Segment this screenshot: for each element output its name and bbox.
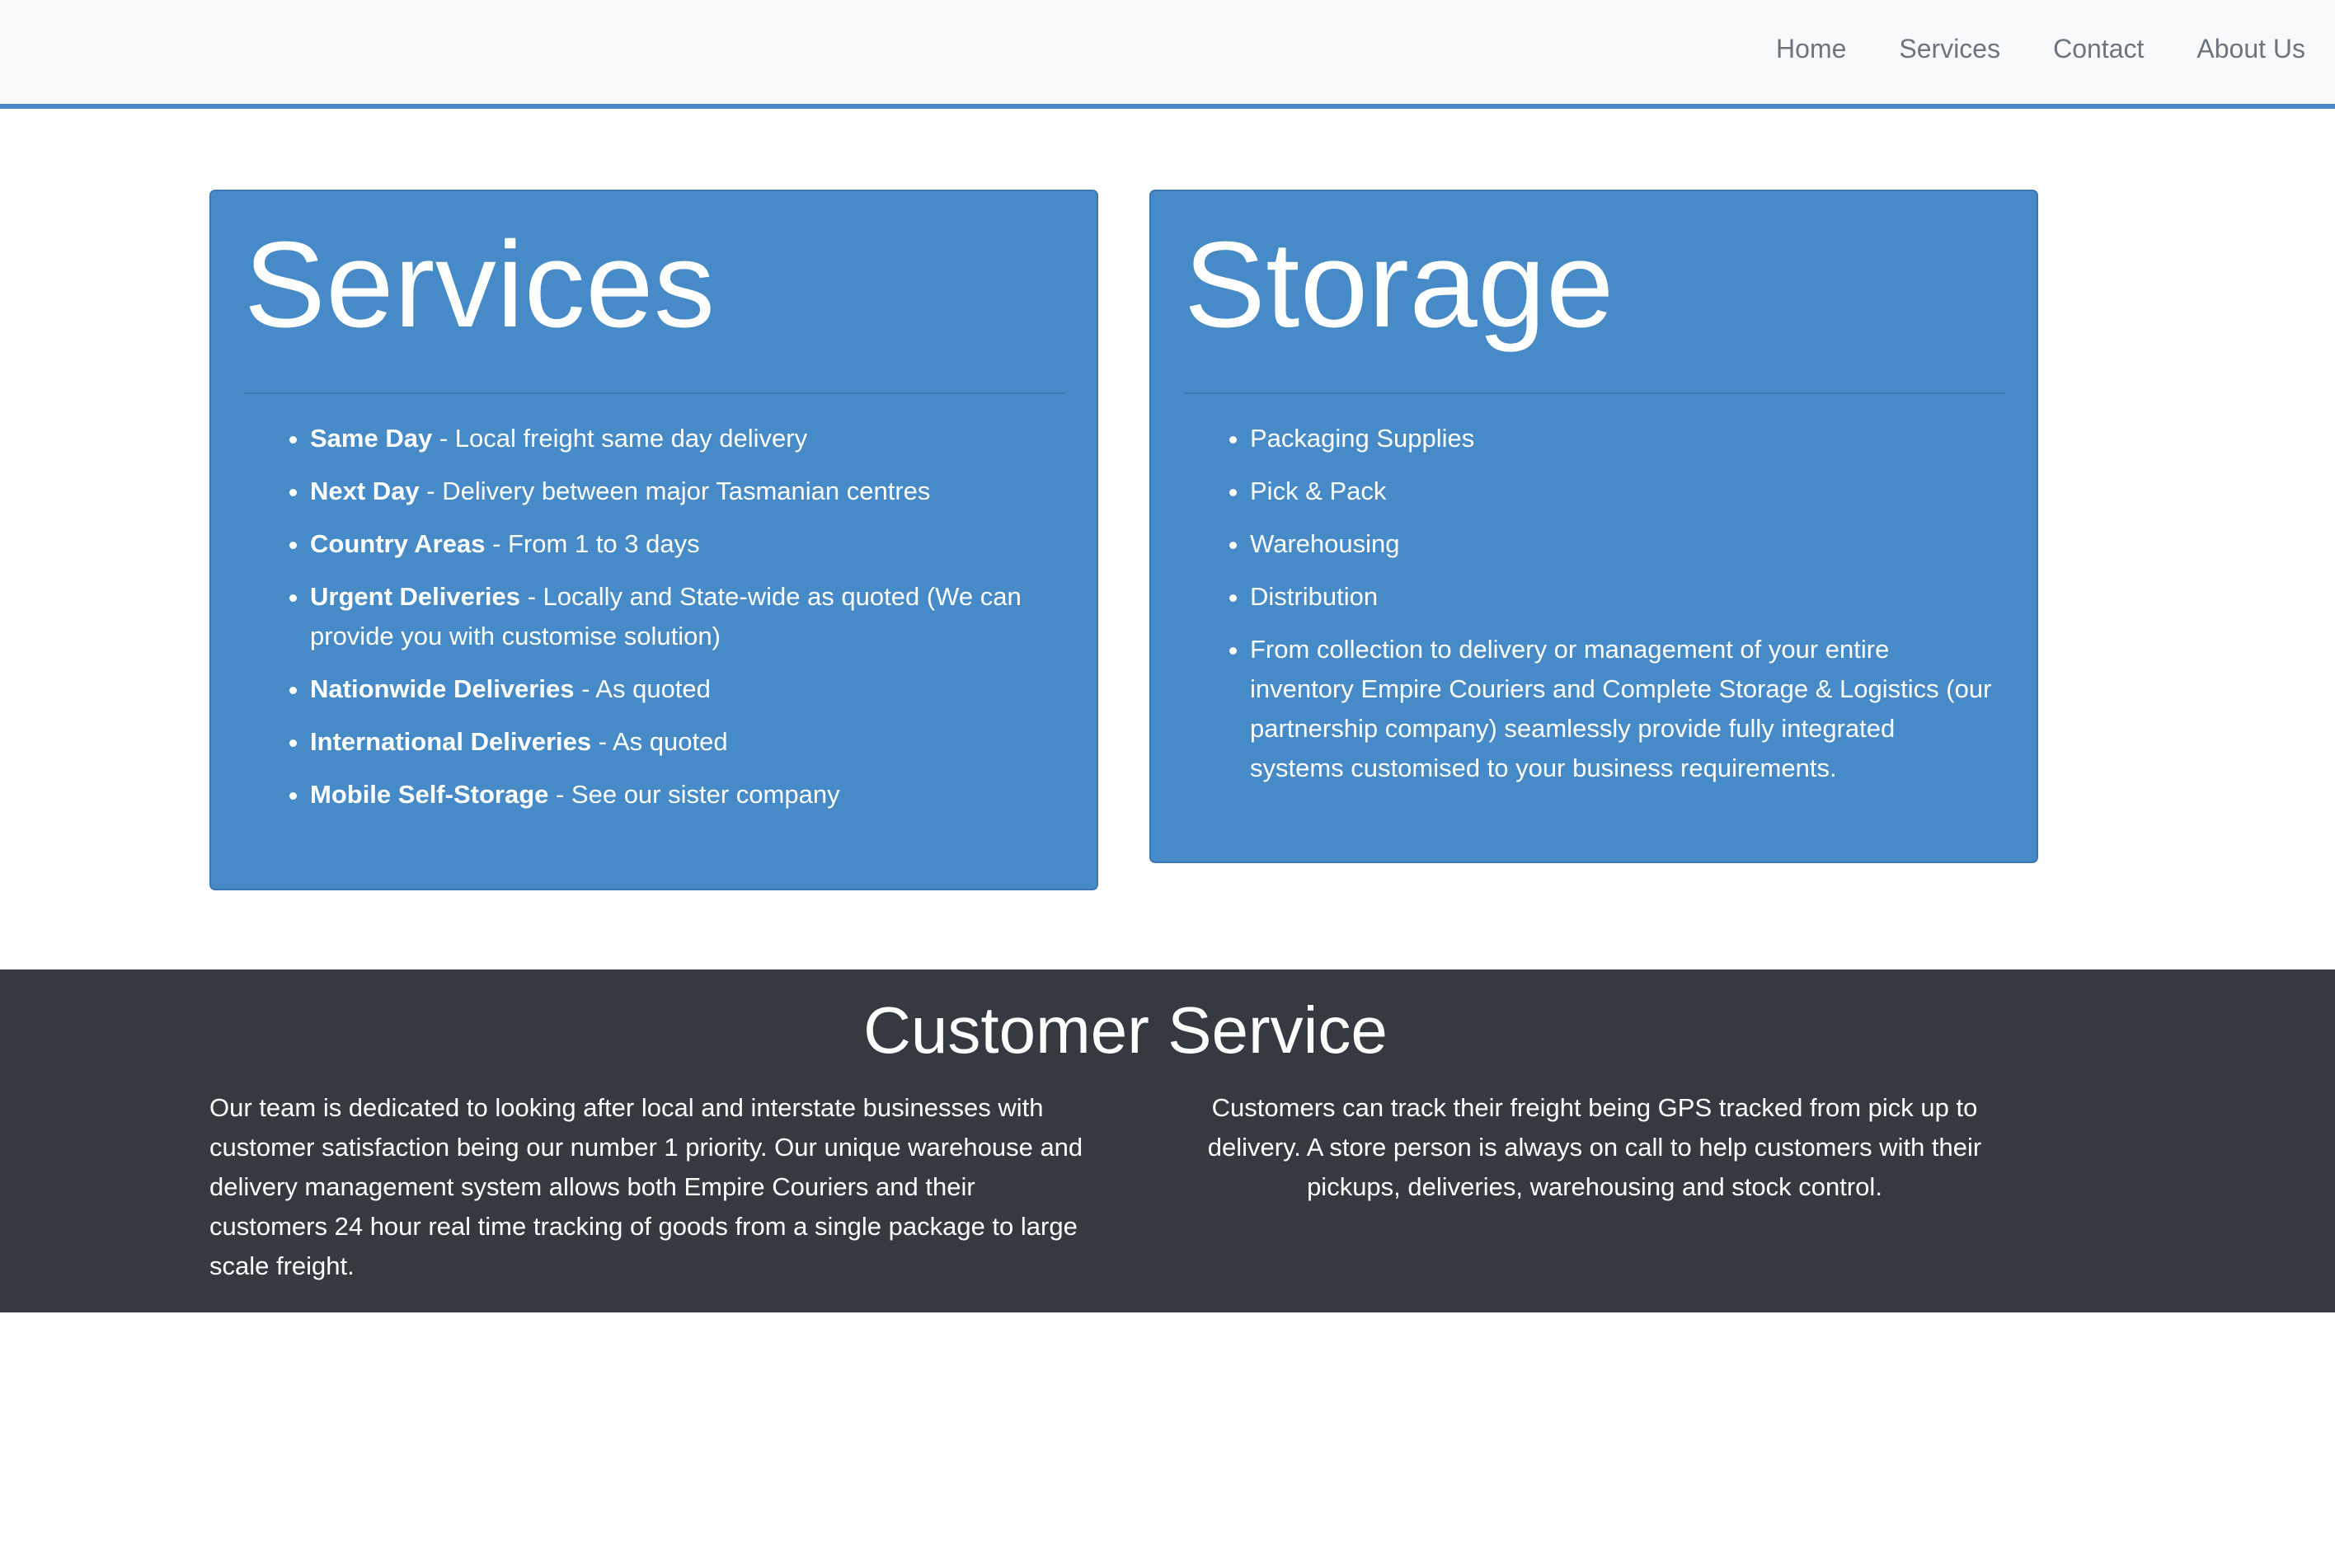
- customer-service-left-text: Our team is dedicated to looking after l…: [209, 1093, 1083, 1280]
- service-description: - Locally and State-wide as quoted (We c…: [310, 582, 1022, 650]
- customer-service-section: Customer Service Our team is dedicated t…: [0, 969, 2335, 1312]
- service-name: Mobile Self-Storage: [310, 780, 549, 809]
- service-description: - Local freight same day delivery: [432, 424, 808, 453]
- storage-card: Storage Packaging Supplies Pick & Pack W…: [1149, 190, 2038, 863]
- list-item: International Deliveries - As quoted: [310, 722, 1052, 762]
- services-title: Services: [244, 217, 716, 353]
- service-name: Country Areas: [310, 529, 486, 558]
- list-item: Next Day - Delivery between major Tasman…: [310, 472, 1052, 511]
- navbar: Home Services Contact About Us: [0, 0, 2335, 109]
- list-item: From collection to delivery or managemen…: [1250, 630, 1992, 788]
- service-description: - See our sister company: [548, 780, 840, 809]
- list-item: Warehousing: [1250, 524, 1992, 564]
- customer-service-right-text: Customers can track their freight being …: [1207, 1093, 1982, 1201]
- list-item: Mobile Self-Storage - See our sister com…: [310, 775, 1052, 815]
- service-name: Urgent Deliveries: [310, 582, 520, 611]
- storage-title: Storage: [1184, 217, 1614, 353]
- list-item: Same Day - Local freight same day delive…: [310, 419, 1052, 458]
- service-description: - From 1 to 3 days: [485, 529, 700, 558]
- customer-service-title: Customer Service: [863, 993, 1388, 1067]
- nav-link-services[interactable]: Services: [1899, 33, 2001, 63]
- services-divider: [244, 392, 1065, 394]
- service-name: International Deliveries: [310, 727, 592, 756]
- storage-list: Packaging Supplies Pick & Pack Warehousi…: [1184, 419, 1992, 801]
- storage-divider: [1184, 392, 2005, 394]
- service-name: Next Day: [310, 477, 420, 505]
- list-item: Pick & Pack: [1250, 472, 1992, 511]
- service-description: - Delivery between major Tasmanian centr…: [419, 477, 931, 505]
- service-description: - As quoted: [574, 674, 711, 703]
- list-item: Packaging Supplies: [1250, 419, 1992, 458]
- nav-link-contact[interactable]: Contact: [2053, 33, 2145, 63]
- nav-link-about-us[interactable]: About Us: [2196, 33, 2305, 63]
- list-item: Distribution: [1250, 577, 1992, 617]
- services-card: Services Same Day - Local freight same d…: [209, 190, 1098, 890]
- list-item: Country Areas - From 1 to 3 days: [310, 524, 1052, 564]
- nav-links: Home Services Contact About Us: [1776, 0, 2305, 97]
- list-item: Nationwide Deliveries - As quoted: [310, 669, 1052, 709]
- services-list: Same Day - Local freight same day delive…: [244, 419, 1052, 828]
- list-item: Urgent Deliveries - Locally and State-wi…: [310, 577, 1052, 656]
- service-description: - As quoted: [591, 727, 728, 756]
- nav-link-home[interactable]: Home: [1776, 33, 1847, 63]
- service-name: Nationwide Deliveries: [310, 674, 575, 703]
- service-name: Same Day: [310, 424, 433, 453]
